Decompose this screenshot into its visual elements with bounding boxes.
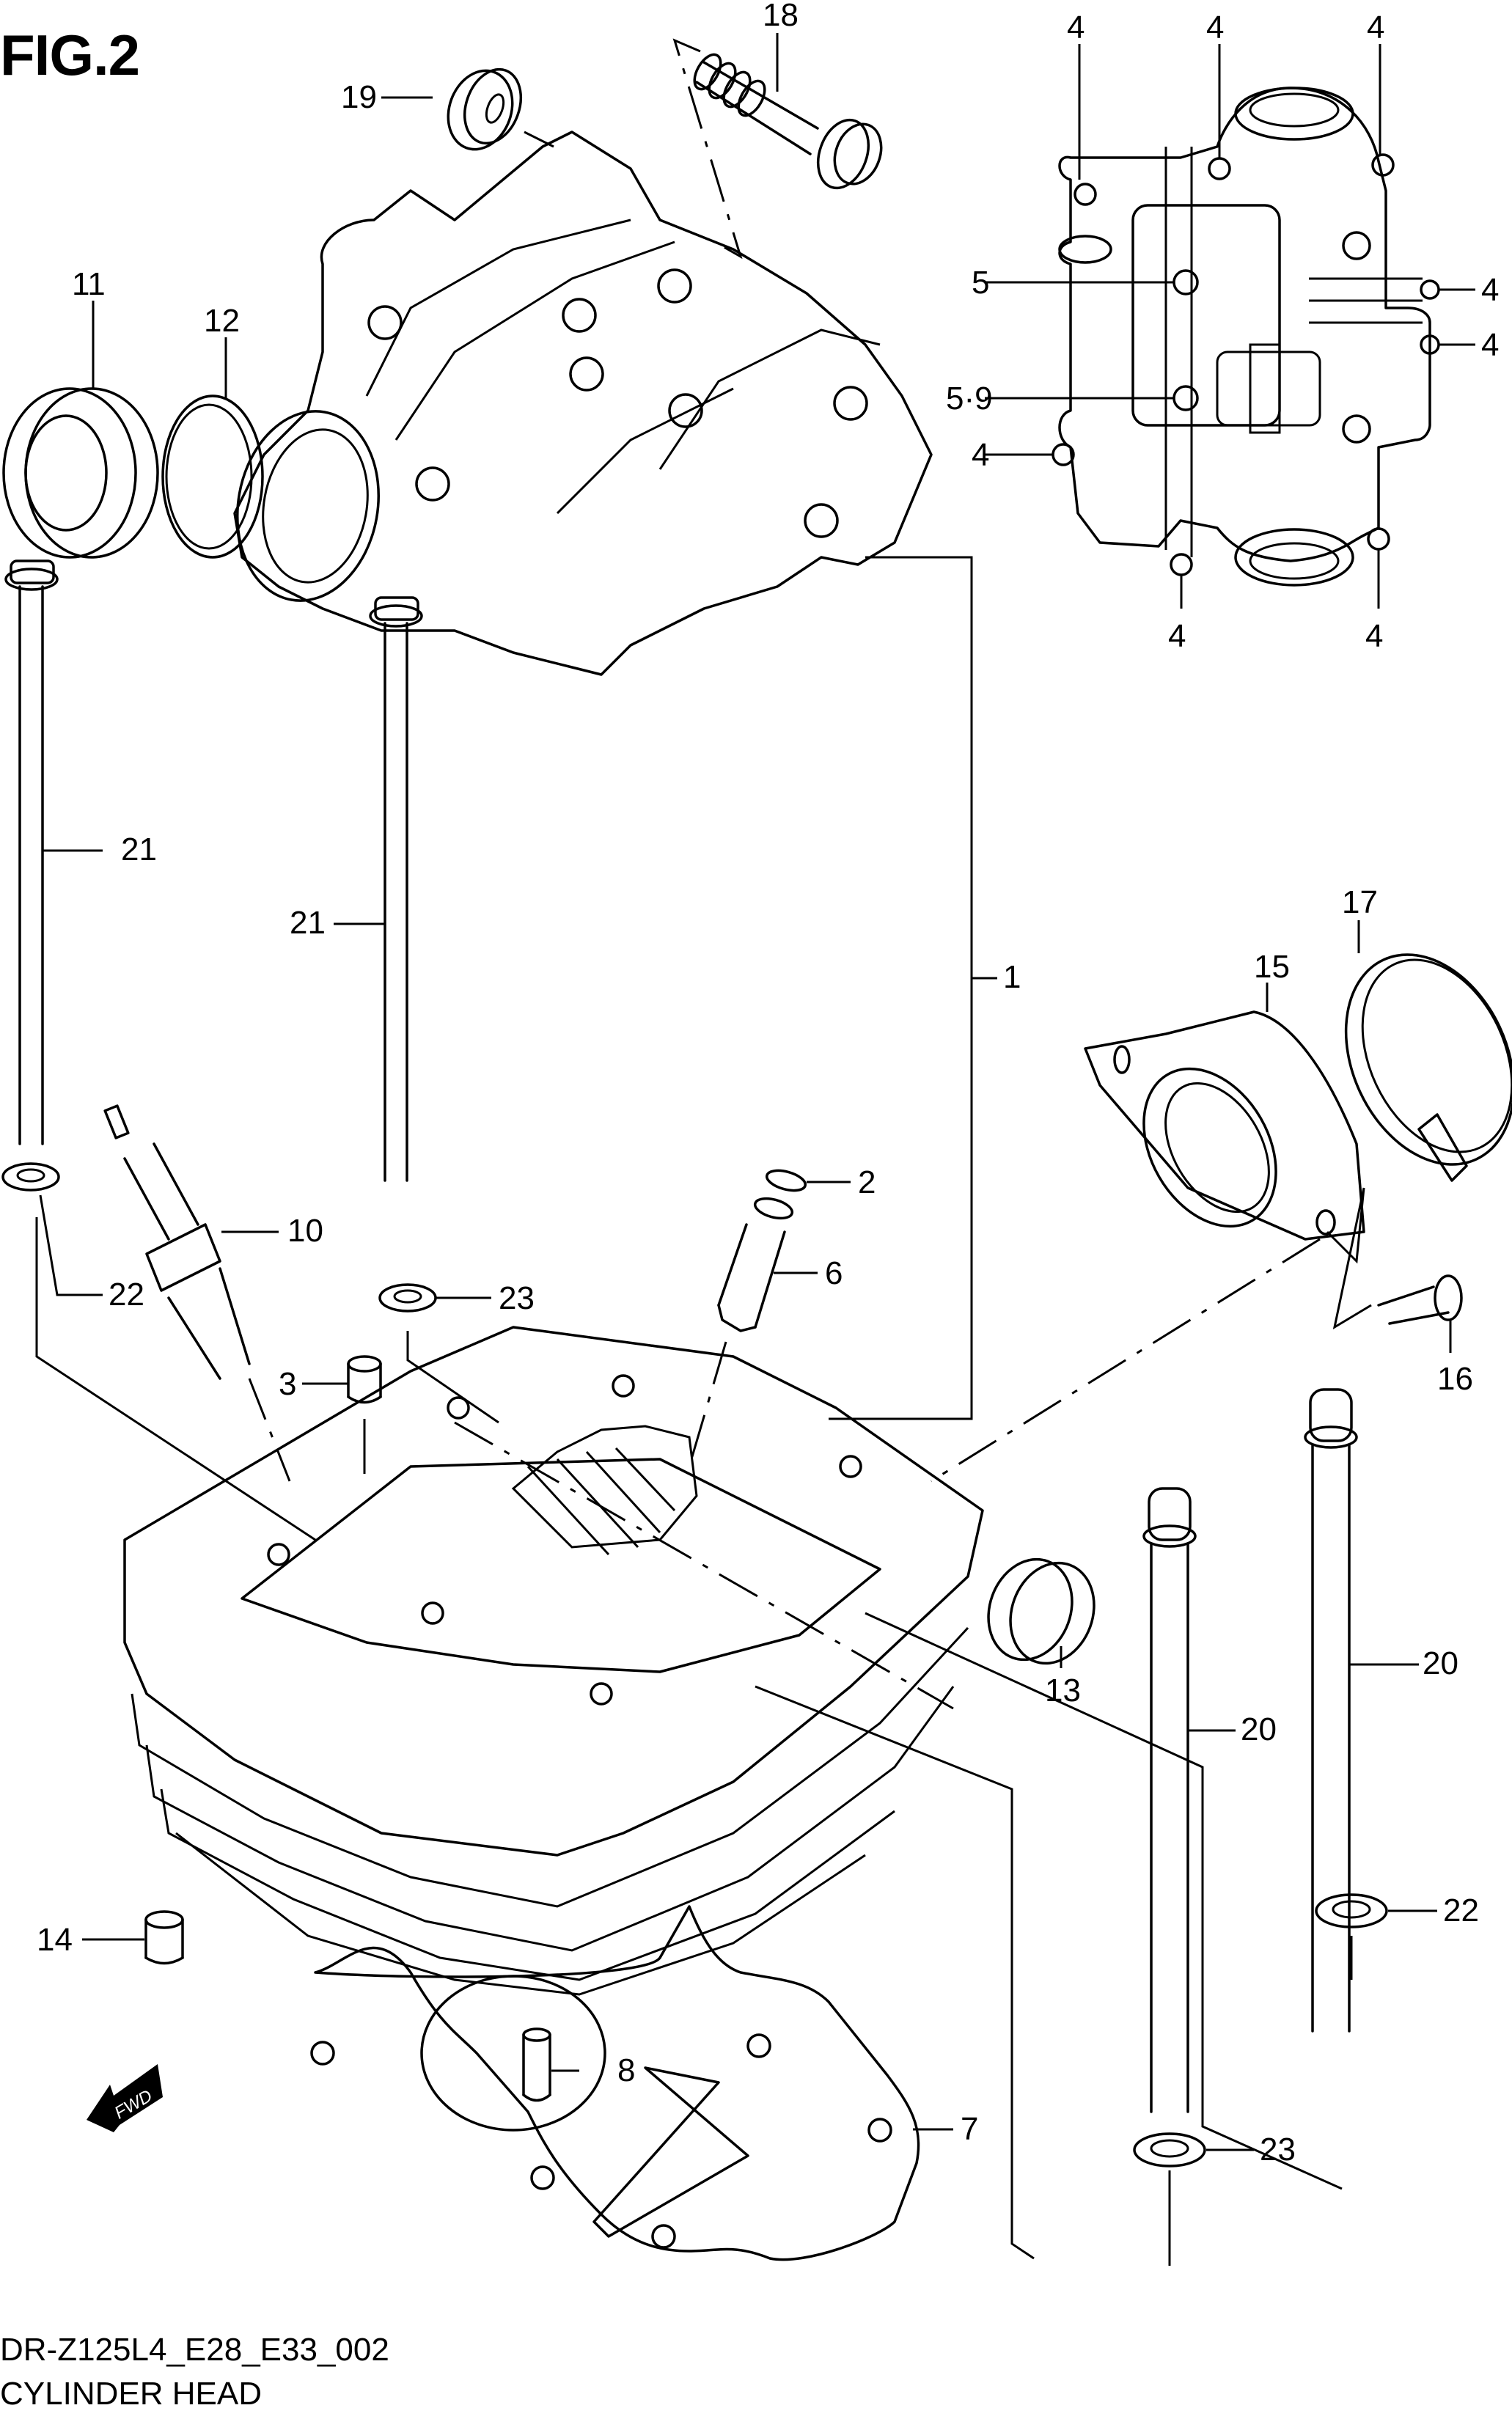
callout-23-b[interactable]: 23 — [1260, 2132, 1296, 2167]
callout-11[interactable]: 11 — [72, 266, 106, 302]
bracket-1 — [829, 556, 973, 1420]
part-8-dowel-pin[interactable] — [522, 2027, 551, 2102]
part-22-washer-b[interactable] — [1315, 1893, 1388, 1928]
part-11-cap[interactable] — [2, 387, 159, 559]
callout-22-a[interactable]: 22 — [109, 1277, 144, 1313]
callout-21-a[interactable]: 21 — [121, 832, 157, 867]
callout-17[interactable]: 17 — [1342, 884, 1378, 920]
assembly-line-23-b — [755, 1685, 1035, 2260]
part-13-plug[interactable] — [975, 1547, 1107, 1675]
assembly-line-18 — [672, 38, 743, 260]
part-23-washer-b[interactable] — [1133, 2132, 1206, 2167]
assembly-line-6 — [688, 1341, 727, 1467]
callout-12[interactable]: 12 — [204, 303, 240, 339]
part-17-clamp[interactable] — [1313, 928, 1512, 1192]
callout-7[interactable]: 7 — [961, 2111, 978, 2147]
part-20-stud-bolt-b[interactable] — [1304, 1388, 1358, 2033]
part-6-valve-guide[interactable] — [717, 1195, 794, 1332]
part-12-o-ring[interactable] — [161, 394, 264, 559]
part-22-washer-a[interactable] — [1, 1162, 60, 1192]
callout-22-b[interactable]: 22 — [1443, 1893, 1479, 1928]
part-7-gasket[interactable] — [310, 1905, 920, 2261]
cylinder-head-body[interactable] — [123, 1326, 984, 1996]
callout-20-a[interactable]: 20 — [1241, 1711, 1277, 1747]
assembly-line-23-a — [406, 1331, 499, 1424]
diagram-code: DR-Z125L4_E28_E33_002 — [0, 2332, 389, 2368]
part-20-stud-bolt-a[interactable] — [1142, 1487, 1197, 2113]
part-10-spark-plug[interactable] — [103, 1104, 251, 1380]
part-21-stud-bolt-b[interactable] — [369, 596, 423, 1182]
part-2-circlip[interactable] — [765, 1167, 807, 1194]
part-18-bolt[interactable] — [689, 50, 889, 195]
callout-16[interactable]: 16 — [1437, 1361, 1473, 1397]
callout-20-b[interactable]: 20 — [1423, 1645, 1458, 1681]
assembly-line-22-a — [35, 1217, 316, 1541]
callout-4-g[interactable]: 4 — [1168, 618, 1186, 654]
assembly-line-22-b — [865, 1612, 1343, 2190]
cylinder-head-cover[interactable] — [223, 131, 933, 676]
callout-14[interactable]: 14 — [37, 1922, 73, 1958]
callout-13[interactable]: 13 — [1045, 1673, 1081, 1708]
assembly-line-10 — [248, 1378, 291, 1482]
callout-5[interactable]: 5 — [972, 265, 989, 301]
leader-22-a — [39, 1194, 103, 1296]
figure-title: FIG.2 — [0, 23, 140, 87]
callout-2[interactable]: 2 — [858, 1164, 876, 1200]
callout-4-c[interactable]: 4 — [1367, 10, 1384, 45]
assembly-line-center — [454, 1421, 954, 1710]
callout-15[interactable]: 15 — [1254, 949, 1290, 985]
callout-4-d[interactable]: 4 — [1481, 272, 1499, 308]
callout-3[interactable]: 3 — [279, 1366, 296, 1402]
assembly-line-16 — [1326, 1187, 1372, 1330]
part-19-nut[interactable] — [438, 62, 531, 158]
camshaft-holder-detail[interactable] — [1052, 87, 1440, 587]
callout-5-9[interactable]: 5·9 — [946, 381, 993, 416]
callout-18[interactable]: 18 — [763, 0, 799, 33]
callout-6[interactable]: 6 — [825, 1255, 843, 1291]
callout-21-b[interactable]: 21 — [290, 905, 326, 941]
callout-4-f[interactable]: 4 — [972, 437, 989, 473]
assembly-line-15 — [931, 1238, 1321, 1483]
part-14-dowel-pin[interactable] — [144, 1910, 184, 1965]
part-23-washer-a[interactable] — [378, 1283, 437, 1313]
part-15-intake-pipe[interactable] — [1084, 1010, 1365, 1250]
part-21-stud-bolt-a[interactable] — [4, 559, 59, 1145]
fwd-arrow-icon: FWD — [87, 2064, 163, 2132]
part-3-dowel-pin[interactable] — [347, 1355, 382, 1404]
callout-1[interactable]: 1 — [1003, 959, 1021, 995]
diagram-name: CYLINDER HEAD — [0, 2376, 262, 2412]
callout-23-a[interactable]: 23 — [499, 1280, 535, 1316]
callout-19[interactable]: 19 — [341, 79, 377, 115]
callout-4-a[interactable]: 4 — [1067, 10, 1085, 45]
callout-4-b[interactable]: 4 — [1206, 10, 1224, 45]
callout-8[interactable]: 8 — [617, 2052, 635, 2088]
callout-4-h[interactable]: 4 — [1365, 618, 1383, 654]
callout-10[interactable]: 10 — [287, 1213, 323, 1249]
part-16-screw[interactable] — [1377, 1274, 1463, 1325]
callout-4-e[interactable]: 4 — [1481, 327, 1499, 363]
